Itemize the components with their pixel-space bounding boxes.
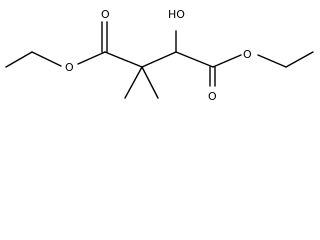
- bond-quaternary-methyl-1: [124, 66, 143, 99]
- bond-left-methyl-methylene: [5, 51, 33, 68]
- bond-right-carbonyl-oxygen: [212, 54, 242, 68]
- chemical-structure: O O HO O O: [5, 8, 314, 103]
- bond-quaternary-methyl-2: [141, 66, 159, 99]
- bond-left-methylene-oxygen: [31, 51, 62, 67]
- ester-oxygen-right-label: O: [243, 48, 252, 61]
- bond-right-oxygen-methylene: [257, 54, 287, 68]
- bond-quaternary-chiral: [141, 51, 177, 68]
- atom-labels: O O HO O O: [65, 8, 252, 103]
- carbonyl-oxygen-right-label: O: [208, 90, 217, 103]
- carbonyl-oxygen-left-label: O: [101, 8, 110, 21]
- bond-left-oxygen-carbonyl: [77, 51, 106, 65]
- bonds: [5, 21, 314, 99]
- bond-chiral-carbonyl: [175, 51, 214, 68]
- ester-oxygen-left-label: O: [65, 61, 74, 74]
- bond-carbonyl-quaternary: [104, 51, 143, 68]
- hydroxyl-label: HO: [168, 8, 185, 21]
- bond-right-methylene-methyl: [285, 51, 314, 68]
